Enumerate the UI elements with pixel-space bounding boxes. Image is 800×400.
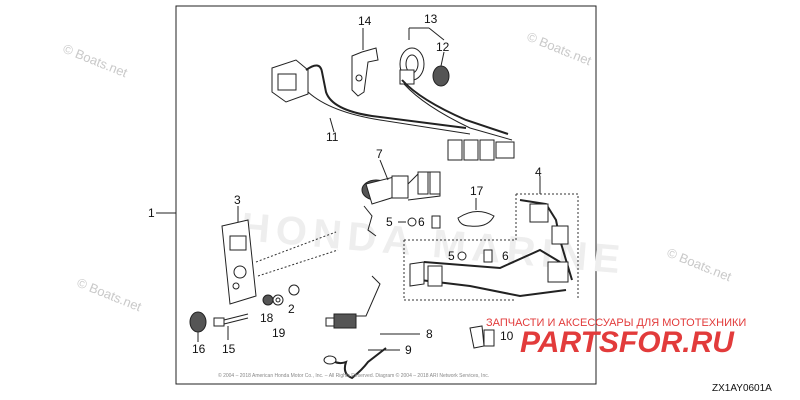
part-7-ignition-switch	[361, 159, 441, 237]
part-16-grommet	[189, 311, 207, 342]
callout-13: 13	[424, 12, 438, 26]
callout-16: 16	[192, 342, 206, 356]
callout-3: 3	[234, 193, 241, 207]
part-4-harness	[403, 176, 579, 301]
callout-9: 9	[405, 343, 412, 357]
part-19-washer	[272, 294, 284, 306]
diagram-frame	[175, 5, 597, 385]
callout-7: 7	[376, 147, 383, 161]
callout-1: 1	[148, 206, 155, 220]
part-10-clamp	[469, 325, 495, 349]
part-6-collar-lower	[483, 249, 493, 263]
callout-12: 12	[436, 40, 450, 54]
callout-6-lower: 6	[502, 249, 509, 263]
part-18-nut	[262, 294, 274, 306]
part-14-bracket	[351, 28, 379, 97]
watermark-boats-1: © Boats.net	[61, 41, 130, 81]
callout-5-lower: 5	[448, 249, 455, 263]
part-6-collar-upper	[431, 215, 441, 229]
part-5-screw-upper	[398, 217, 417, 227]
part-2-nut	[288, 284, 300, 296]
watermark-boats-2: © Boats.net	[525, 29, 594, 69]
watermark-boats-4: © Boats.net	[665, 245, 734, 285]
callout-4: 4	[535, 165, 542, 179]
callout-17: 17	[470, 184, 484, 198]
part-8-emergency-switch	[325, 275, 420, 335]
diagram-copyright: © 2004 – 2018 American Honda Motor Co., …	[218, 372, 489, 379]
callout-15: 15	[222, 342, 236, 356]
callout-10: 10	[500, 329, 514, 343]
callout-19: 19	[272, 326, 286, 340]
part-11-harness	[271, 59, 515, 161]
callout-2: 2	[288, 302, 295, 316]
part-5-screw-lower	[457, 251, 467, 261]
diagram-code: ZX1AY0601A	[712, 383, 772, 394]
callout-14: 14	[358, 14, 372, 28]
part-9-lanyard-cord	[323, 347, 400, 380]
callout-18: 18	[260, 311, 274, 325]
shop-logo: PARTSFOR.RU	[520, 326, 735, 359]
part-17-clip	[457, 198, 495, 227]
watermark-boats-3: © Boats.net	[75, 275, 144, 315]
callout-6-upper: 6	[418, 215, 425, 229]
callout-11: 11	[326, 130, 339, 144]
part-13-switch	[399, 27, 450, 87]
callout-8: 8	[426, 327, 433, 341]
callout-5-upper: 5	[386, 215, 393, 229]
part-15-bolt	[213, 313, 249, 340]
shop-tagline: ЗАПЧАСТИ И АКСЕССУАРЫ ДЛЯ МОТОТЕХНИКИ	[486, 317, 746, 329]
part-3-panel	[221, 206, 257, 305]
